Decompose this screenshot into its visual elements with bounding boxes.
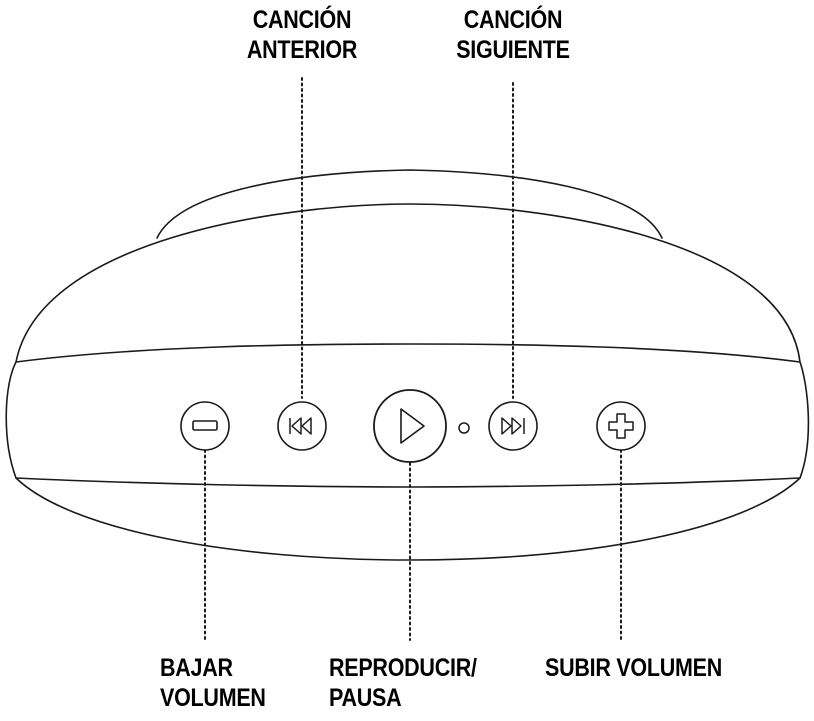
label-volume-down-line2: VOLUMEN — [160, 684, 266, 712]
label-previous-track-line2: ANTERIOR — [246, 36, 358, 64]
label-volume-down-line1: BAJAR — [160, 654, 233, 682]
label-volume-up-line1: SUBIR VOLUMEN — [545, 654, 723, 682]
label-play-pause-line2: PAUSA — [329, 684, 402, 712]
speaker-upper-dome — [15, 203, 801, 363]
label-next-track: CANCIÓN SIGUIENTE — [444, 5, 582, 65]
speaker-top-cap — [156, 169, 663, 239]
label-previous-track: CANCIÓN ANTERIOR — [233, 5, 371, 65]
button-volume-up[interactable] — [596, 401, 646, 451]
label-next-track-line1: CANCIÓN — [463, 6, 563, 34]
label-volume-up: SUBIR VOLUMEN — [545, 653, 722, 683]
button-play-pause[interactable] — [373, 389, 447, 463]
label-volume-down: BAJAR VOLUMEN — [160, 653, 266, 713]
status-indicator-led — [458, 422, 470, 434]
skip-back-icon — [289, 417, 312, 435]
button-previous-track[interactable] — [277, 401, 327, 451]
plus-icon — [608, 413, 634, 439]
speaker-lower-body — [15, 477, 801, 561]
button-volume-down[interactable] — [180, 401, 230, 451]
minus-icon — [192, 420, 218, 431]
label-play-pause: REPRODUCIR/ PAUSA — [329, 653, 477, 713]
skip-forward-icon — [501, 417, 525, 435]
label-play-pause-line1: REPRODUCIR/ — [329, 654, 477, 682]
label-previous-track-line1: CANCIÓN — [252, 6, 352, 34]
button-next-track[interactable] — [488, 401, 538, 451]
play-icon — [400, 408, 425, 444]
label-next-track-line2: SIGUIENTE — [456, 36, 570, 64]
